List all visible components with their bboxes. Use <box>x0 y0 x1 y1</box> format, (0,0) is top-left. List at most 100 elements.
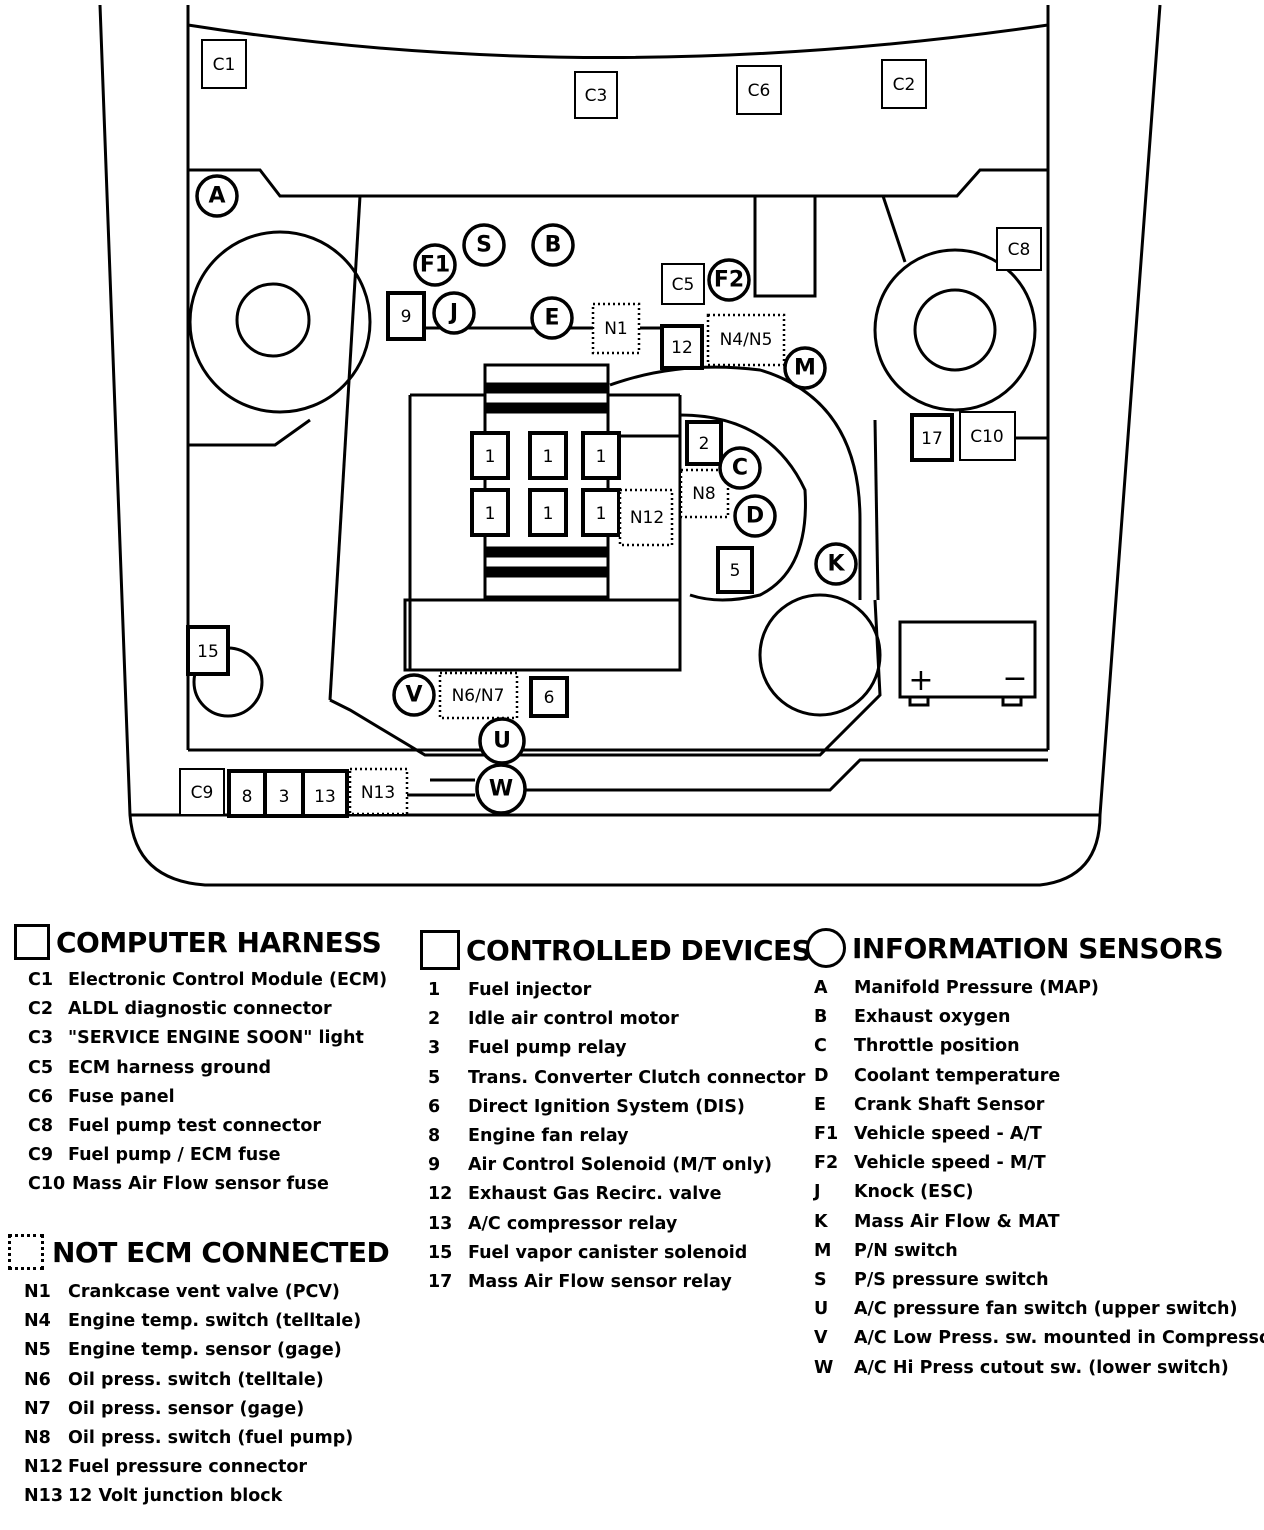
engine-compartment-diagram: C1 C3 C6 C2 C8 C5 C10 C9 9 12 1 1 1 1 1 … <box>98 4 1162 887</box>
sensor-m <box>783 346 827 390</box>
device-17-label: 17 <box>921 429 943 449</box>
legend-title: CONTROLLED DEVICES <box>466 933 812 967</box>
device-1a <box>470 431 510 480</box>
connector-c3-label: C3 <box>585 86 608 106</box>
non-ecm-n6n7-label: N6/N7 <box>452 686 505 706</box>
sensor-u <box>478 717 526 765</box>
square-symbol-icon <box>14 924 50 960</box>
device-8-label: 8 <box>242 787 253 807</box>
sensor-c <box>718 446 762 490</box>
device-12 <box>660 324 704 370</box>
device-6 <box>529 676 569 718</box>
device-1d-label: 1 <box>485 504 496 524</box>
device-3-label: 3 <box>279 787 290 807</box>
sensor-f2-label: F2 <box>714 268 744 293</box>
non-ecm-n4n5-label: N4/N5 <box>720 330 773 350</box>
device-13 <box>301 769 349 818</box>
device-9 <box>386 291 426 341</box>
non-ecm-n13-label: N13 <box>361 783 395 803</box>
device-1c <box>581 431 621 480</box>
device-12-label: 12 <box>671 338 693 358</box>
connector-c2-label: C2 <box>893 75 916 95</box>
sensor-e <box>530 296 574 340</box>
sensor-s-label: S <box>476 233 492 258</box>
device-2 <box>685 420 723 466</box>
body-outline <box>98 4 1162 887</box>
device-1f-label: 1 <box>596 504 607 524</box>
legend-title: INFORMATION SENSORS <box>852 931 1224 965</box>
device-2-label: 2 <box>699 434 710 454</box>
device-15 <box>186 625 230 676</box>
connector-c6-label: C6 <box>748 81 771 101</box>
non-ecm-n8 <box>679 468 730 519</box>
device-9-label: 9 <box>401 307 412 327</box>
device-15-label: 15 <box>197 642 219 662</box>
sensor-k <box>814 542 858 586</box>
sensor-b-label: B <box>545 233 562 258</box>
device-1d <box>470 488 510 537</box>
device-1e <box>528 488 568 537</box>
device-5-label: 5 <box>730 561 741 581</box>
connector-c10 <box>959 411 1016 461</box>
cowl-panel <box>186 5 1050 59</box>
sensor-f1-label: F1 <box>420 253 450 278</box>
sensor-f1 <box>413 243 457 287</box>
sensor-a <box>195 174 239 218</box>
device-1f <box>581 488 621 537</box>
sensor-d-label: D <box>746 504 764 529</box>
connector-c10-label: C10 <box>970 427 1004 447</box>
legend-title: NOT ECM CONNECTED <box>52 1235 390 1269</box>
device-1b <box>528 431 568 480</box>
device-1c-label: 1 <box>596 447 607 467</box>
device-1a-label: 1 <box>485 447 496 467</box>
sensor-w-label: W <box>489 777 513 802</box>
device-3 <box>263 769 305 818</box>
sensor-c-label: C <box>732 456 748 481</box>
sensor-f2 <box>707 258 751 302</box>
connector-c1-label: C1 <box>213 55 236 75</box>
connector-c6 <box>736 65 782 115</box>
sensor-b <box>531 223 575 267</box>
sensor-s <box>462 223 506 267</box>
connector-c5-label: C5 <box>672 275 695 295</box>
connector-c9 <box>179 768 225 816</box>
device-1e-label: 1 <box>543 504 554 524</box>
non-ecm-n8-label: N8 <box>692 484 716 504</box>
non-ecm-n1-label: N1 <box>604 319 628 339</box>
sensor-j-label: J <box>448 301 458 326</box>
sensor-k-label: K <box>827 552 845 577</box>
